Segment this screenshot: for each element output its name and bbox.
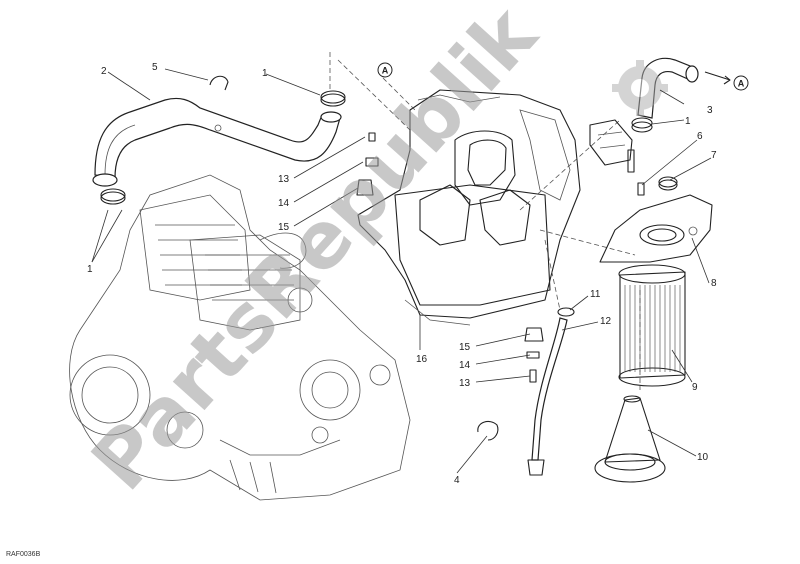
- callout-7: 7: [711, 150, 717, 161]
- callout-9: 9: [692, 382, 698, 393]
- svg-text:PartsRepublik: PartsRepublik: [75, 0, 555, 508]
- hose-clamp-top: [320, 90, 346, 107]
- callout-1-lower: 1: [87, 264, 93, 275]
- engine-block: [69, 174, 411, 501]
- intake-hose: [92, 97, 342, 187]
- callout-13: 13: [278, 174, 290, 185]
- callout-11: 11: [590, 289, 601, 300]
- callout-labels: 1 2 3 4 5 6 7 8 9 10 11 12 13 14 15 16 1…: [87, 62, 717, 486]
- callout-10: 10: [697, 452, 709, 463]
- callout-14: 14: [278, 198, 290, 209]
- clip-5: [209, 75, 229, 91]
- callout-12: 12: [600, 316, 612, 327]
- callout-1-right: 1: [685, 116, 691, 127]
- callout-4: 4: [454, 475, 460, 486]
- watermark: PartsRepublik: [75, 0, 555, 508]
- hose-clamp-lower: [100, 188, 126, 205]
- clip-4: [477, 420, 499, 441]
- screw-set-left: [356, 132, 379, 196]
- callout-6: 6: [697, 131, 703, 142]
- callout-15: 15: [278, 222, 290, 233]
- leader-lines: [91, 68, 712, 474]
- filter-bracket: [599, 194, 713, 263]
- screw-6: [637, 182, 645, 196]
- svg-text:A: A: [738, 79, 745, 89]
- callout-2: 2: [101, 66, 107, 77]
- section-marker-a-right: A: [704, 71, 749, 91]
- svg-text:A: A: [382, 66, 389, 76]
- callout-15-right: 15: [459, 342, 471, 353]
- callout-16: 16: [416, 354, 428, 365]
- airbox: [357, 89, 581, 326]
- drain-tube: [527, 307, 575, 476]
- callout-5: 5: [152, 62, 158, 73]
- valve-part: [589, 119, 635, 173]
- velocity-stack: [594, 395, 666, 483]
- callout-14-right: 14: [459, 360, 471, 371]
- grommet-7: [658, 176, 678, 191]
- reference-code: RAF0036B: [6, 551, 41, 558]
- callout-8: 8: [711, 278, 717, 289]
- callout-1: 1: [262, 68, 268, 79]
- air-filter: [618, 264, 686, 387]
- callout-13-right: 13: [459, 378, 471, 389]
- callout-3: 3: [707, 105, 713, 116]
- section-marker-a-left: A: [377, 62, 393, 78]
- gear-logo-stamp: [612, 60, 668, 116]
